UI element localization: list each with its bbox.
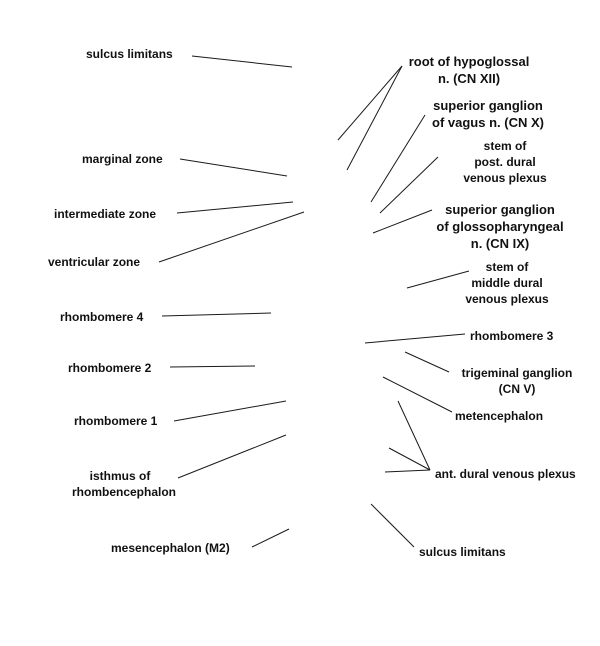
leader-ant-dural-a — [397, 400, 431, 471]
label-mesencephalon: mesencephalon (M2) — [111, 541, 230, 555]
leader-sulcus-limitans-top — [191, 55, 293, 68]
leader-sulcus-limitans-bottom — [370, 503, 415, 548]
label-marginal-zone: marginal zone — [82, 152, 163, 166]
leader-ant-dural-b — [388, 447, 431, 471]
leader-marginal-zone — [179, 158, 288, 177]
label-sulcus-limitans-top: sulcus limitans — [86, 47, 173, 61]
leader-stem-middle-dural — [406, 270, 470, 289]
leader-superior-ganglion-vagus — [370, 114, 426, 203]
leader-rhombomere-3 — [364, 333, 466, 344]
leader-isthmus — [177, 434, 287, 479]
label-root-of-hypoglossal: root of hypoglossal n. (CN XII) — [408, 54, 530, 86]
leader-rhombomere-4 — [161, 312, 272, 317]
leader-metencephalon — [382, 376, 453, 413]
label-rhombomere-3: rhombomere 3 — [470, 329, 554, 343]
leader-ant-dural-c — [384, 469, 431, 473]
leader-intermediate-zone — [176, 201, 294, 214]
label-ventricular-zone: ventricular zone — [48, 255, 141, 269]
label-rhombomere-4: rhombomere 4 — [60, 310, 144, 324]
leader-mesencephalon — [251, 528, 290, 548]
leader-stem-post-dural — [379, 156, 439, 214]
leader-ventricular-zone — [158, 211, 305, 263]
label-metencephalon: metencephalon — [455, 409, 544, 423]
label-sulcus-limitans-bottom: sulcus limitans — [419, 545, 506, 559]
label-intermediate-zone: intermediate zone — [54, 207, 157, 221]
label-rhombomere-2: rhombomere 2 — [68, 361, 152, 375]
leader-root-hypoglossal-b — [346, 65, 403, 171]
leader-superior-ganglion-glosso — [372, 209, 433, 234]
label-superior-ganglion-vagus: superior ganglion of vagus n. (CN X) — [432, 98, 544, 130]
label-ant-dural-venous-plexus: ant. dural venous plexus — [435, 467, 576, 481]
label-trigeminal-ganglion: trigeminal ganglion (CN V) — [461, 366, 573, 396]
leader-trigeminal-ganglion — [404, 351, 450, 373]
leader-root-hypoglossal-a — [337, 65, 403, 141]
label-superior-ganglion-glossopharyngeal: superior ganglion of glossopharyngeal n.… — [436, 202, 564, 251]
label-rhombomere-1: rhombomere 1 — [74, 414, 158, 428]
leader-rhombomere-1 — [173, 400, 287, 422]
leader-rhombomere-2 — [169, 365, 256, 368]
label-isthmus-of-rhombencephalon: isthmus of rhombencephalon — [72, 469, 177, 499]
label-stem-middle-dural-plexus: stem of middle dural venous plexus — [465, 260, 549, 306]
label-stem-post-dural-plexus: stem of post. dural venous plexus — [463, 139, 547, 185]
